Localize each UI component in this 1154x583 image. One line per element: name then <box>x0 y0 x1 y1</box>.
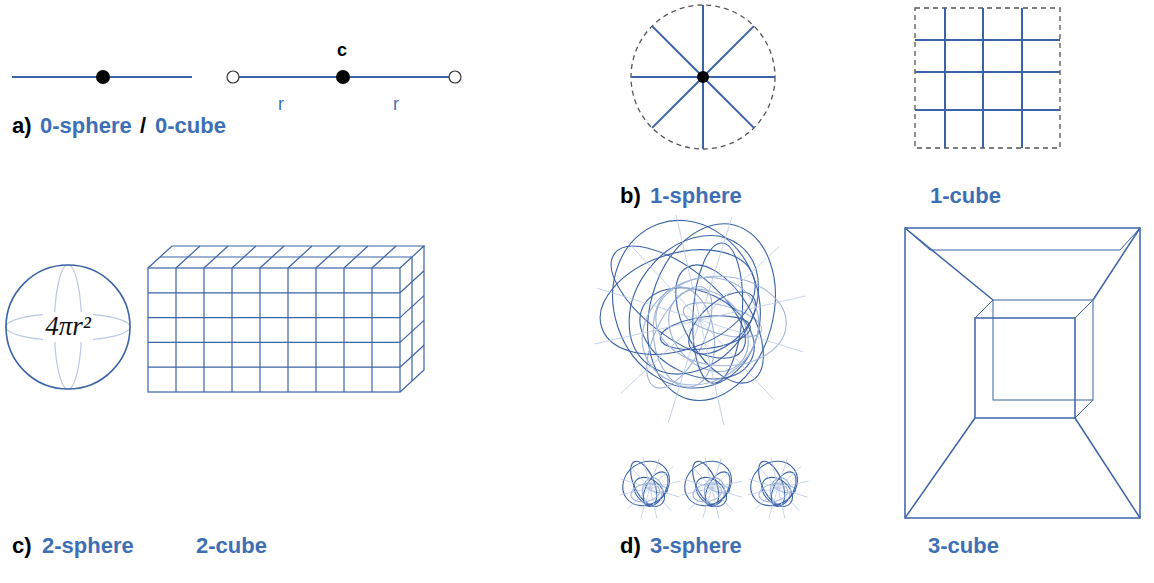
panel-letter: c) <box>12 533 32 559</box>
panel-title: 1-sphere <box>650 183 742 209</box>
panel-title: 1-cube <box>930 183 1001 209</box>
panel-title: 2-cube <box>196 533 267 559</box>
panel-title: 2-sphere <box>42 533 134 559</box>
panel-letter: a) <box>12 113 32 139</box>
sphere: 4πr² <box>4 263 132 391</box>
open-endpoint <box>227 71 239 83</box>
panel-title: 0-sphere <box>40 113 132 139</box>
dashed-circle <box>631 5 775 149</box>
dashed-square <box>915 8 1060 148</box>
point-label: c <box>337 40 347 61</box>
separator: / <box>140 113 146 139</box>
hopf-fibration <box>586 200 808 518</box>
grid-box <box>148 246 424 392</box>
area-formula: 4πr² <box>43 312 93 342</box>
panel-title: 3-cube <box>928 533 999 559</box>
center-point <box>697 71 709 83</box>
square-grid <box>915 8 1060 148</box>
panel-title: 3-sphere <box>650 533 742 559</box>
tesseract <box>905 228 1140 518</box>
center-point <box>336 70 350 84</box>
radius-label: r <box>393 94 399 115</box>
open-endpoint <box>449 71 461 83</box>
point <box>96 70 110 84</box>
radius-label: r <box>278 94 284 115</box>
panel-letter: b) <box>620 183 641 209</box>
panel-title: 0-cube <box>155 113 226 139</box>
panel-letter: d) <box>620 533 641 559</box>
radii <box>631 5 775 149</box>
